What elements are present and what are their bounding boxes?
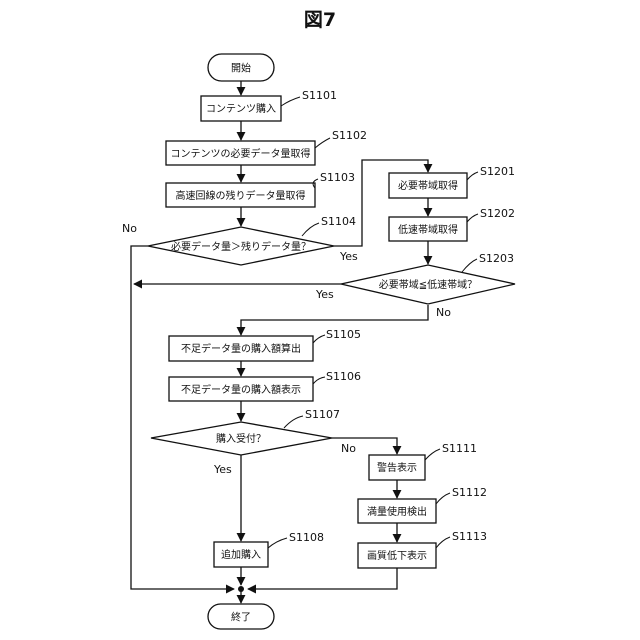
process-s1103: 高速回線の残りデータ量取得 S1103 [166, 171, 355, 207]
s1112-label: 満量使用検出 [367, 505, 427, 518]
process-s1106: 不足データ量の購入額表示 S1106 [169, 370, 361, 401]
process-s1101: コンテンツ購入 S1101 [201, 89, 337, 121]
s1106-step: S1106 [326, 370, 361, 383]
process-s1112: 満量使用検出 S1112 [358, 486, 487, 523]
s1107-yes-label: Yes [213, 463, 232, 476]
s1107-step: S1107 [305, 408, 340, 421]
start-label: 開始 [231, 62, 251, 75]
s1103-label: 高速回線の残りデータ量取得 [176, 189, 306, 202]
decision-s1104: 必要データ量＞残りデータ量？ S1104 No Yes [122, 215, 358, 265]
s1113-step: S1113 [452, 530, 487, 543]
process-s1105: 不足データ量の購入額算出 S1105 [169, 328, 361, 361]
s1103-step: S1103 [320, 171, 355, 184]
s1106-label: 不足データ量の購入額表示 [181, 383, 301, 396]
start-terminal: 開始 [208, 54, 274, 81]
s1201-label: 必要帯域取得 [398, 179, 458, 192]
process-s1111: 警告表示 S1111 [369, 442, 477, 480]
s1107-no-label: No [341, 442, 356, 455]
s1105-label: 不足データ量の購入額算出 [181, 342, 301, 355]
s1203-yes-label: Yes [315, 288, 334, 301]
s1101-step: S1101 [302, 89, 337, 102]
s1102-label: コンテンツの必要データ量取得 [171, 147, 311, 160]
process-s1102: コンテンツの必要データ量取得 S1102 [166, 129, 367, 165]
merge-junction [238, 586, 244, 592]
s1111-label: 警告表示 [377, 461, 417, 474]
s1113-label: 画質低下表示 [367, 549, 427, 562]
s1203-label: 必要帯域≦低速帯域？ [379, 278, 477, 291]
end-label: 終了 [231, 611, 251, 624]
s1108-label: 追加購入 [221, 548, 261, 561]
process-s1202: 低速帯域取得 S1202 [389, 207, 515, 241]
s1102-step: S1102 [332, 129, 367, 142]
s1203-step: S1203 [479, 252, 514, 265]
s1104-yes-label: Yes [339, 250, 358, 263]
s1104-label: 必要データ量＞残りデータ量？ [171, 240, 311, 253]
process-s1201: 必要帯域取得 S1201 [389, 165, 515, 198]
s1202-label: 低速帯域取得 [398, 223, 458, 236]
s1112-step: S1112 [452, 486, 487, 499]
process-s1113: 画質低下表示 S1113 [358, 530, 487, 568]
s1101-label: コンテンツ購入 [206, 102, 276, 115]
s1202-step: S1202 [480, 207, 515, 220]
s1201-step: S1201 [480, 165, 515, 178]
s1203-no-label: No [436, 306, 451, 319]
s1104-no-label: No [122, 222, 137, 235]
figure-title: 図7 [304, 9, 336, 31]
s1104-step: S1104 [321, 215, 356, 228]
s1105-step: S1105 [326, 328, 361, 341]
end-terminal: 終了 [208, 604, 274, 629]
process-s1108: 追加購入 S1108 [214, 531, 324, 567]
decision-s1107: 購入受付？ S1107 No Yes [151, 408, 356, 476]
s1108-step: S1108 [289, 531, 324, 544]
s1107-label: 購入受付？ [216, 432, 266, 445]
s1111-step: S1111 [442, 442, 477, 455]
